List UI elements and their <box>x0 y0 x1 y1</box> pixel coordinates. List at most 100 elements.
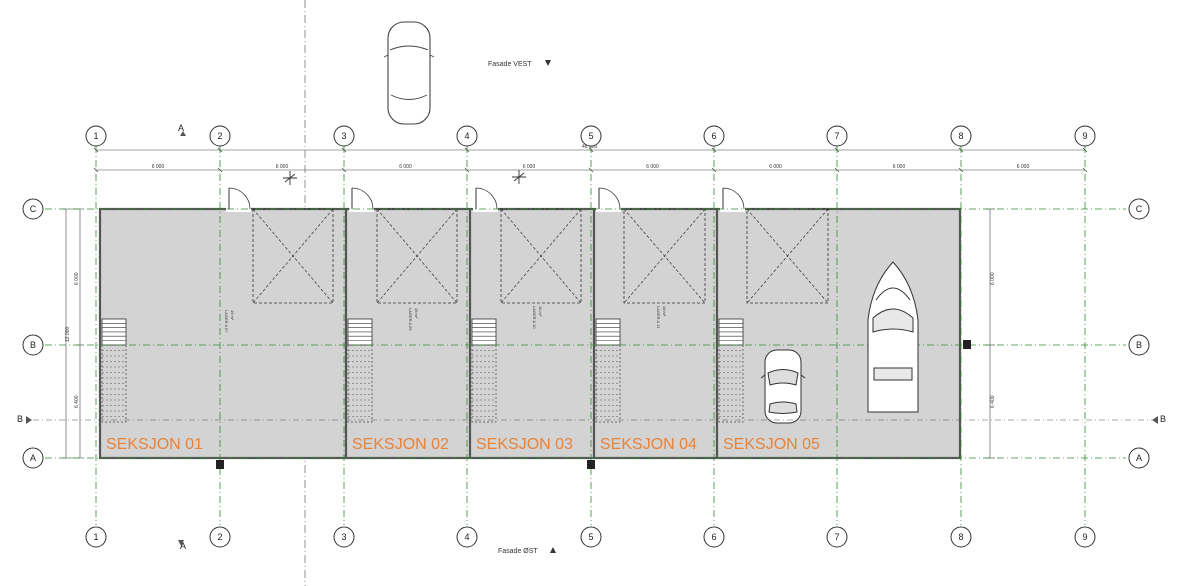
grid-bubble-right-b: B <box>1128 334 1150 356</box>
grid-bubble-label: A <box>1136 453 1142 463</box>
grid-bubble-label: B <box>1136 340 1142 350</box>
grid-bubble-top-3: 3 <box>333 125 355 147</box>
section-label-03: SEKSJON 03 <box>476 436 573 453</box>
grid-bubble-label: 6 <box>711 131 716 141</box>
overall-dimension: 48 000 <box>582 144 598 150</box>
bay-dimension: 6 000 <box>769 164 782 170</box>
bay-dimension: 6 000 <box>646 164 659 170</box>
grid-bubble-bottom-6: 6 <box>703 526 725 548</box>
grid-bubble-bottom-8: 8 <box>950 526 972 548</box>
grid-bubble-top-6: 6 <box>703 125 725 147</box>
grid-bubble-top-7: 7 <box>826 125 848 147</box>
section-label-05: SEKSJON 05 <box>723 436 820 453</box>
grid-bubble-label: 3 <box>341 532 346 542</box>
right-dimension-lower: 6 400 <box>990 395 996 408</box>
bay-dimension: 6 000 <box>523 164 536 170</box>
grid-bubble-label: 8 <box>958 532 963 542</box>
room-area: 16 m² <box>662 306 667 317</box>
grid-bubble-label: 1 <box>93 532 98 542</box>
section-labels: SEKSJON 01 SEKSJON 02 SEKSJON 03 SEKSJON… <box>106 436 820 453</box>
bay-dimension: 6 000 <box>276 164 289 170</box>
bay-dimension: 6 000 <box>1017 164 1030 170</box>
grid-bubble-bottom-7: 7 <box>826 526 848 548</box>
grid-bubble-label: 9 <box>1082 131 1087 141</box>
grid-bubble-label: C <box>1136 204 1143 214</box>
grid-bubble-bottom-1: 1 <box>85 526 107 548</box>
bay-dimension: 6 000 <box>893 164 906 170</box>
partition-walls <box>344 209 719 458</box>
grid-bubble-label: 5 <box>588 532 593 542</box>
right-dimension-upper: 6 000 <box>990 272 996 285</box>
grid-bubble-left-b: B <box>22 334 44 356</box>
grid-bubble-label: C <box>30 204 37 214</box>
room-label: LAGER A 10 <box>532 306 537 329</box>
bay-dimension: 6 000 <box>399 164 412 170</box>
grid-bubble-label: 9 <box>1082 532 1087 542</box>
grid-bubble-label: 4 <box>464 131 469 141</box>
stair-icon <box>101 318 127 423</box>
facade-west-arrow-icon <box>545 60 551 66</box>
section-marker-a-top: A <box>178 123 186 136</box>
grid-bubble-bottom-3: 3 <box>333 526 355 548</box>
room-labels: LAGER A 07 16 m² LAGER A 09 16 m² LAGER … <box>224 306 667 333</box>
room-area: 16 m² <box>414 308 419 319</box>
svg-text:A: A <box>180 541 186 551</box>
grid-bubble-label: 8 <box>958 131 963 141</box>
stair-icon <box>595 318 621 423</box>
section-marker-b-left: B <box>17 414 32 424</box>
grid-bubble-top-5: 5 <box>580 125 602 147</box>
room-label: LAGER A 07 <box>224 310 229 333</box>
svg-text:A: A <box>178 123 184 133</box>
column-marker <box>587 460 595 469</box>
grid-bubble-label: 6 <box>711 532 716 542</box>
grid-bubble-label: 7 <box>834 131 839 141</box>
grid-bubble-bottom-2: 2 <box>209 526 231 548</box>
room-area: 16 m² <box>230 310 235 321</box>
grid-bubble-left-c: C <box>22 198 44 220</box>
column-marker <box>963 340 971 349</box>
section-label-04: SEKSJON 04 <box>600 436 697 453</box>
door-swing-icon <box>596 187 621 212</box>
grid-bubble-top-1: 1 <box>85 125 107 147</box>
grid-bubble-label: 1 <box>93 131 98 141</box>
grid-bubble-bottom-9: 9 <box>1074 526 1096 548</box>
grid-bubble-label: 4 <box>464 532 469 542</box>
grid-lines <box>45 146 1126 525</box>
room-area: 16 m² <box>538 306 543 317</box>
left-dimension-total: 12 000 <box>65 326 71 342</box>
room-label: LAGER A 09 <box>408 308 413 331</box>
grid-bubble-label: 3 <box>341 131 346 141</box>
section-marker-b-right: B <box>1152 414 1166 424</box>
car-icon <box>760 349 806 424</box>
grid-bubble-label: B <box>30 340 36 350</box>
stairs <box>101 318 744 423</box>
grid-bubble-right-c: C <box>1128 198 1150 220</box>
grid-bubble-label: 5 <box>588 131 593 141</box>
room-label: LAGER A 11 <box>656 306 661 329</box>
car-top-icon <box>383 21 435 125</box>
facade-east-label: Fasade ØST <box>498 548 538 555</box>
door-swing-icon <box>473 187 498 212</box>
grid-bubble-top-8: 8 <box>950 125 972 147</box>
airplane-symbol-icon <box>283 170 526 185</box>
door-swing-icon <box>226 187 251 212</box>
grid-bubble-top-4: 4 <box>456 125 478 147</box>
column-marker <box>216 460 224 469</box>
grid-bubble-bottom-5: 5 <box>580 526 602 548</box>
grid-bubble-label: A <box>30 453 36 463</box>
svg-text:B: B <box>17 414 23 424</box>
building-floor <box>98 207 962 460</box>
left-dimension-lower: 6 400 <box>74 395 80 408</box>
grid-bubble-label: 2 <box>217 131 222 141</box>
facade-west-label: Fasade VEST <box>488 61 532 68</box>
grid-bubble-left-a: A <box>22 447 44 469</box>
section-label-01: SEKSJON 01 <box>106 436 203 453</box>
grid-bubble-label: 7 <box>834 532 839 542</box>
facade-east-arrow-icon <box>550 547 556 553</box>
door-swing-icon <box>720 187 745 212</box>
grid-bubble-bottom-4: 4 <box>456 526 478 548</box>
stair-icon <box>718 318 744 423</box>
svg-text:B: B <box>1160 414 1166 424</box>
